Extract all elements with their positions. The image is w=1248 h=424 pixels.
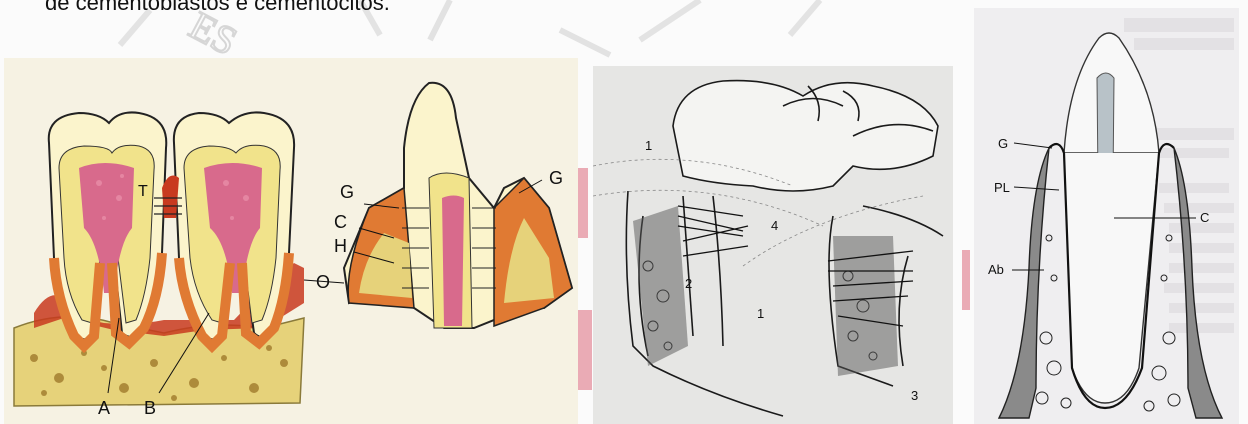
label-pl: PL <box>994 180 1010 195</box>
label-h: H <box>334 236 347 256</box>
label-c: C <box>334 212 347 232</box>
label-g-left: G <box>340 182 354 202</box>
label-ab: Ab <box>988 262 1004 277</box>
label-4: 4 <box>771 218 778 233</box>
label-3: 3 <box>911 388 918 403</box>
colored-tooth-illustration: T G G C H O A B <box>4 58 578 424</box>
label-c: C <box>1200 210 1209 225</box>
label-t: T <box>138 183 148 200</box>
label-1-bottom: 1 <box>757 306 764 321</box>
label-a: A <box>98 398 110 418</box>
label-b: B <box>144 398 156 418</box>
periodontal-ligament-sketch: 1 2 4 1 3 <box>593 66 953 424</box>
label-o: O <box>316 272 330 292</box>
label-g-right: G <box>549 168 563 188</box>
tooth-socket-sketch: G PL C Ab <box>974 8 1239 424</box>
label-g: G <box>998 136 1008 151</box>
cropped-caption-text: de cementoblastos e cementócitos. <box>45 0 390 16</box>
label-1-top: 1 <box>645 138 652 153</box>
label-2: 2 <box>685 276 692 291</box>
